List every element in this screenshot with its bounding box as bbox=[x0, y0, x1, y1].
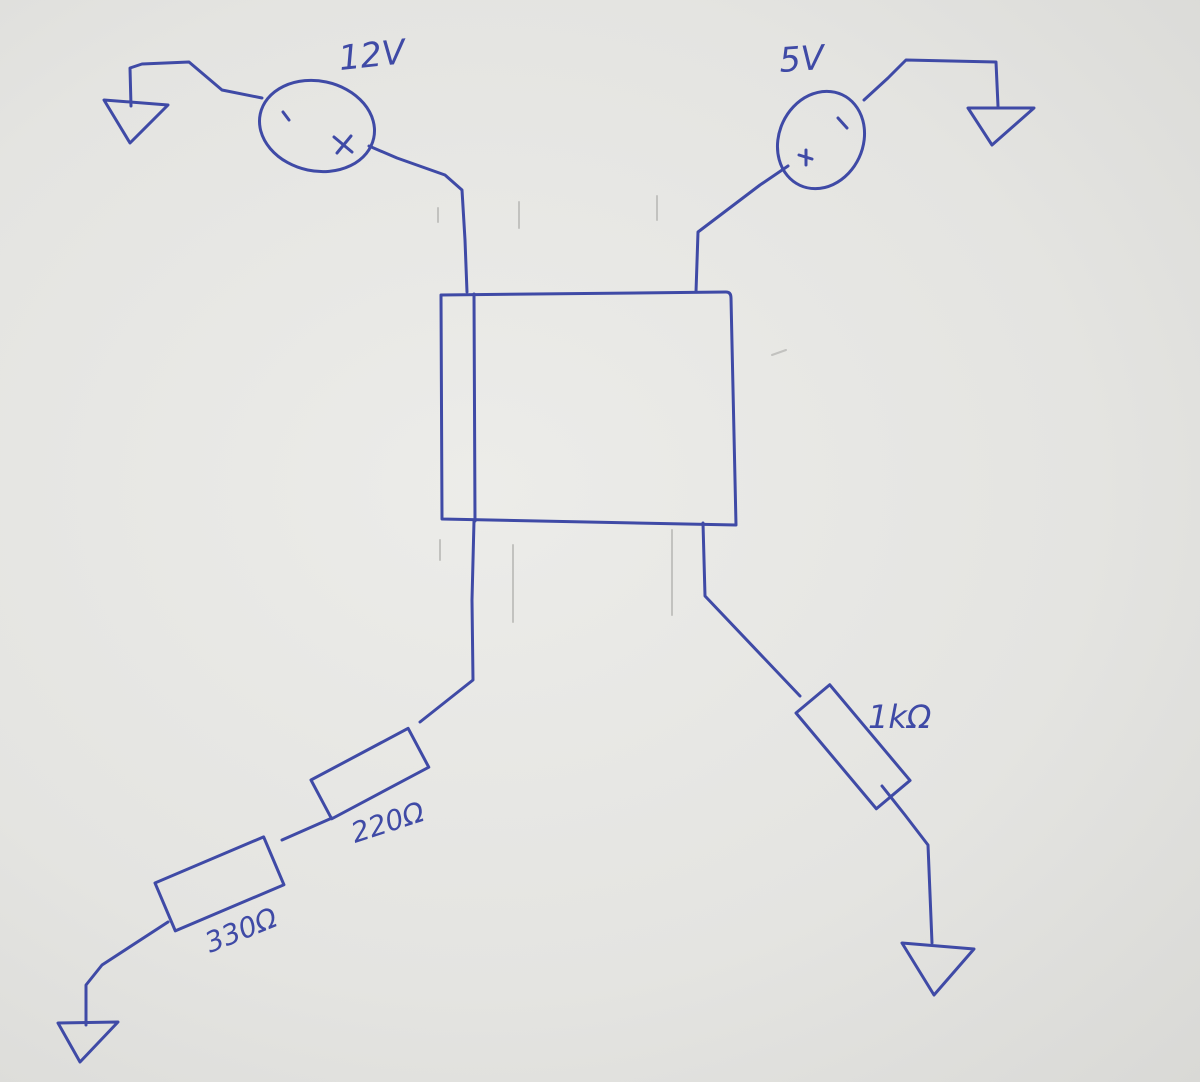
source-12v-circle bbox=[258, 78, 376, 174]
wire-1k-to-ground bbox=[880, 784, 934, 945]
ground-symbol-5v bbox=[966, 106, 1036, 147]
resistor-1k-body bbox=[794, 683, 912, 811]
resistor-330: 330Ω bbox=[153, 835, 286, 960]
wire-box-to-220 bbox=[418, 519, 476, 724]
resistor-220-body bbox=[309, 726, 431, 821]
source-12v-plus-icon bbox=[332, 134, 354, 155]
wire-12v-to-ground bbox=[128, 60, 264, 108]
resistor-330-label: 330Ω bbox=[200, 901, 282, 960]
paper-show-through bbox=[437, 195, 787, 623]
ground-symbol-right bbox=[900, 941, 976, 997]
source-5v-plus-icon bbox=[797, 148, 814, 167]
wire-box-to-1k bbox=[701, 521, 802, 698]
resistor-1k-label: 1kΩ bbox=[868, 698, 932, 736]
wire-5v-to-ground bbox=[862, 58, 1000, 108]
central-component bbox=[439, 290, 738, 527]
source-12v-label: 12V bbox=[337, 32, 410, 79]
source-5v-label: 5V bbox=[778, 38, 828, 81]
central-box-divider bbox=[472, 292, 477, 523]
resistor-1k: 1kΩ bbox=[794, 683, 932, 811]
wire-220-to-330 bbox=[280, 816, 334, 842]
ground-symbol-12v bbox=[102, 98, 170, 145]
wire-330-to-ground bbox=[84, 920, 170, 1027]
wire-5v-to-box bbox=[694, 164, 790, 294]
resistor-330-body bbox=[153, 835, 286, 933]
resistor-220: 220Ω bbox=[309, 726, 431, 850]
source-5v-circle bbox=[775, 89, 867, 191]
central-box bbox=[439, 290, 738, 527]
source-5v-minus-icon bbox=[836, 116, 849, 130]
ground-symbol-left bbox=[56, 1020, 120, 1064]
voltage-source-12v: 12V bbox=[258, 32, 410, 174]
source-12v-minus-icon bbox=[281, 110, 291, 122]
voltage-source-5v: 5V bbox=[775, 38, 867, 191]
wire-12v-to-box bbox=[367, 144, 469, 294]
